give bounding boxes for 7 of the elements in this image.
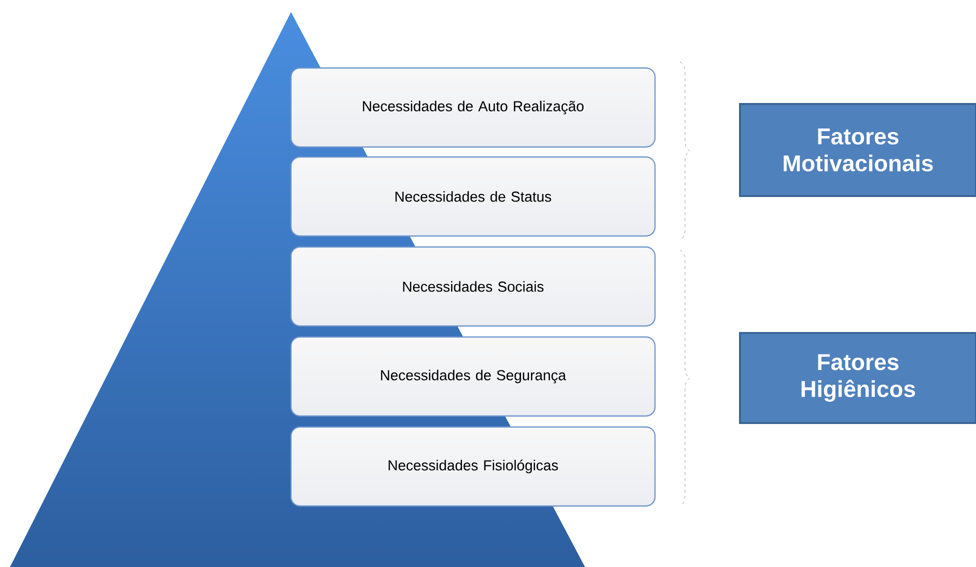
level-box: Necessidades Sociais [290,246,656,327]
level-box: Necessidades de Auto Realização [290,67,656,148]
level-box: Necessidades de Segurança [290,336,656,417]
factor-box: Fatores Motivacionais [739,102,976,197]
level-box: Necessidades Fisiológicas [290,426,656,507]
level-box: Necessidades de Status [290,156,656,237]
factor-box: Fatores Higiênicos [739,332,976,424]
